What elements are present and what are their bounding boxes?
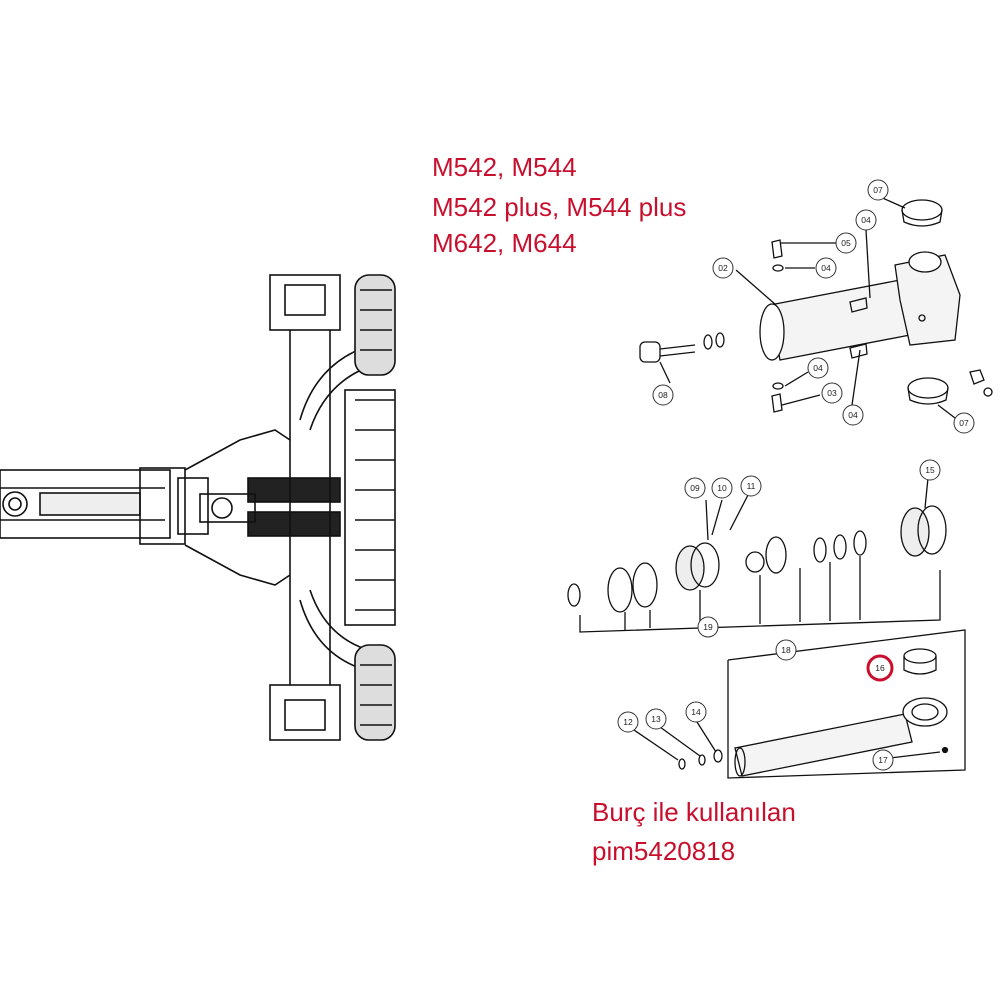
callout-08: 08 — [652, 384, 674, 406]
svg-text:14: 14 — [691, 707, 701, 717]
stabilizer-bottom — [269, 684, 341, 741]
callout-markers: 07 04 05 04 02 08 04 03 04 07 09 10 11 1… — [617, 179, 975, 771]
callout-03: 03 — [821, 382, 843, 404]
svg-text:04: 04 — [861, 215, 871, 225]
cylinder-head-block — [894, 254, 961, 346]
callout-09: 09 — [684, 477, 706, 499]
svg-text:15: 15 — [925, 465, 935, 475]
callout-19: 19 — [697, 616, 719, 638]
callout-18: 18 — [775, 639, 797, 661]
svg-text:17: 17 — [878, 755, 888, 765]
svg-text:13: 13 — [651, 714, 661, 724]
model-list-line-3: M642, M644 — [432, 228, 577, 258]
model-list-line-1: M542, M544 — [432, 152, 577, 182]
cab-front — [344, 389, 396, 626]
svg-text:08: 08 — [658, 390, 668, 400]
svg-text:07: 07 — [873, 185, 883, 195]
bushing-16 — [903, 648, 937, 664]
seal-kit — [567, 477, 947, 633]
svg-text:03: 03 — [827, 388, 837, 398]
svg-text:02: 02 — [718, 263, 728, 273]
gland — [900, 507, 930, 557]
stabilizer-top — [269, 274, 341, 331]
bushing-top — [901, 199, 943, 221]
note-line-2: pim5420818 — [592, 838, 735, 864]
pin-assembly — [633, 629, 966, 779]
svg-text:18: 18 — [781, 645, 791, 655]
callout-04-left-bottom: 04 — [807, 357, 829, 379]
note-pim-label: pim — [592, 836, 634, 866]
callout-17: 17 — [872, 749, 894, 771]
model-list-line-2: M542 plus, M544 plus — [432, 192, 687, 222]
bushing-bottom — [907, 377, 949, 399]
note-line-1: Burç ile kullanılan — [592, 797, 796, 827]
callout-04-left-top: 04 — [815, 257, 837, 279]
piston — [675, 545, 705, 591]
svg-text:11: 11 — [747, 481, 756, 491]
callout-07-top: 07 — [867, 179, 889, 201]
swing-cylinder-upper — [247, 477, 341, 503]
boom-arm — [0, 469, 171, 539]
svg-text:04: 04 — [848, 410, 858, 420]
note-part-number: 5420818 — [633, 836, 736, 866]
svg-text:07: 07 — [959, 418, 969, 428]
callout-05: 05 — [835, 232, 857, 254]
svg-text:19: 19 — [703, 622, 713, 632]
callout-15: 15 — [919, 459, 941, 481]
cylinder-barrel — [769, 279, 911, 361]
svg-text:04: 04 — [813, 363, 823, 373]
callout-04-top: 04 — [855, 209, 877, 231]
cylinder-assembly — [639, 195, 993, 419]
callout-04-bottom: 04 — [842, 404, 864, 426]
svg-text:09: 09 — [690, 483, 700, 493]
machine-top-view — [0, 274, 396, 741]
pin — [734, 713, 913, 777]
callout-11: 11 — [740, 475, 762, 497]
callout-10: 10 — [711, 477, 733, 499]
svg-text:05: 05 — [841, 238, 851, 248]
callout-14: 14 — [685, 701, 707, 723]
callout-16-highlighted: 16 — [866, 654, 894, 682]
swing-cylinder-lower — [247, 511, 341, 537]
seal-ring — [567, 583, 581, 607]
svg-text:04: 04 — [821, 263, 831, 273]
svg-text:10: 10 — [717, 483, 727, 493]
rod-end — [639, 341, 661, 363]
svg-text:16: 16 — [875, 663, 885, 673]
front-wheel-bottom — [354, 644, 396, 741]
callout-13: 13 — [645, 708, 667, 730]
svg-text:12: 12 — [623, 717, 633, 727]
callout-02: 02 — [712, 257, 734, 279]
callout-12: 12 — [617, 711, 639, 733]
callout-07-bottom: 07 — [953, 412, 975, 434]
